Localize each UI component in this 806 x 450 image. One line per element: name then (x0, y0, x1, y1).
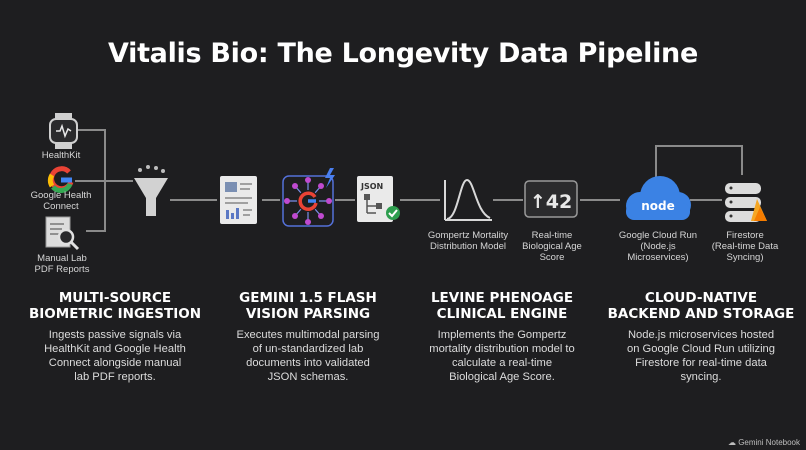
gompertz-label: Gompertz Mortality Distribution Model (427, 230, 509, 252)
biological-age-label: Real-time Biological Age Score (522, 230, 582, 263)
json-document-icon: JSON (357, 176, 400, 222)
lab-document-icon (220, 176, 257, 224)
section-text-ingestion: Ingests passive signals via HealthKit an… (44, 329, 186, 383)
score-value: ↑42 (530, 191, 572, 213)
smartwatch-icon (49, 113, 78, 149)
healthkit-label: HealthKit (41, 150, 81, 161)
pdf-report-icon (45, 216, 80, 251)
section-heading-backend: CLOUD-NATIVE BACKEND AND STORAGE (607, 290, 795, 322)
google-logo-icon (47, 166, 74, 193)
section-heading-parsing: GEMINI 1.5 FLASH VISION PARSING (239, 290, 377, 322)
google-health-label: Google Health Connect (30, 190, 92, 212)
distribution-curve-icon (444, 178, 492, 221)
section-text-parsing: Executes multimodal parsing of un-standa… (236, 329, 380, 383)
node-cloud-icon: node (626, 176, 691, 220)
notebook-icon: ☁ (727, 438, 736, 447)
manual-lab-label: Manual Lab PDF Reports (34, 253, 90, 275)
page-title: Vitalis Bio: The Longevity Data Pipeline (108, 38, 698, 69)
section-heading-engine: LEVINE PHENOAGE CLINICAL ENGINE (430, 290, 574, 322)
node-logo-text: node (641, 199, 675, 213)
score-display-icon: ↑42 (524, 180, 578, 218)
section-heading-ingestion: MULTI-SOURCE BIOMETRIC INGESTION (28, 290, 202, 322)
cloud-run-label: Google Cloud Run (Node.js Microservices) (618, 230, 698, 263)
section-text-engine: Implements the Gompertz mortality distri… (429, 329, 575, 383)
footer-label: Gemini Notebook (738, 438, 800, 447)
firestore-flame-icon (751, 199, 767, 221)
firestore-label: Firestore (Real-time Data Syncing) (711, 230, 779, 263)
section-text-backend: Node.js microservices hosted on Google C… (626, 329, 776, 383)
json-label: JSON (360, 182, 383, 191)
gemini-neural-icon (282, 168, 335, 227)
footer-brand: ☁ Gemini Notebook (728, 438, 800, 447)
connector-lines (75, 129, 743, 232)
funnel-icon (134, 165, 168, 216)
